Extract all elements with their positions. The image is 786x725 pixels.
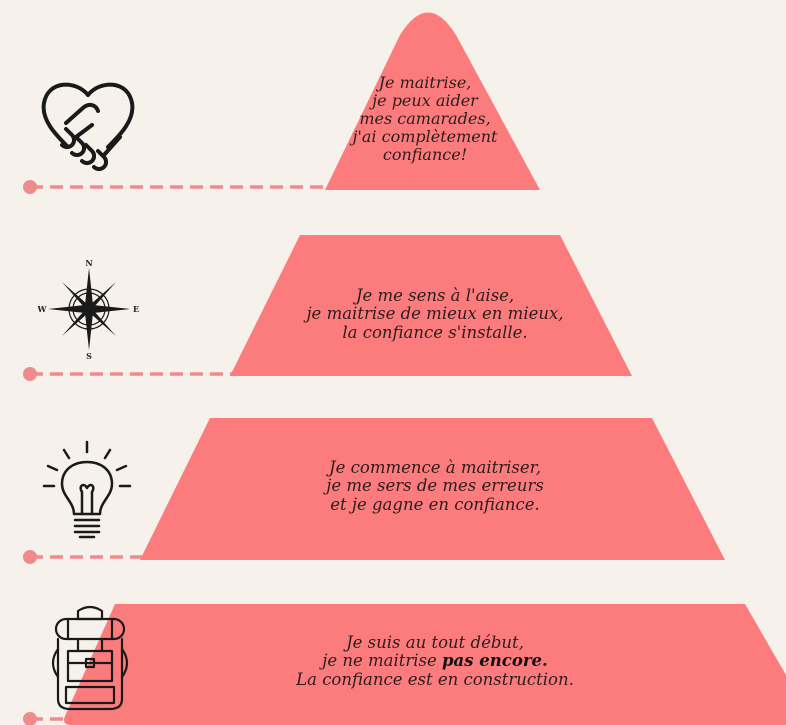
compass-south-label: S	[86, 351, 92, 360]
pyramid-band-level-3	[140, 418, 725, 560]
compass-rose-icon: N S E W	[37, 258, 140, 361]
level-1-line-4: j'ai complètement	[352, 126, 498, 146]
level-2-line-3: la confiance s'installe.	[342, 322, 528, 342]
level-3-line-2: je me sers de mes erreurs	[326, 476, 544, 496]
level-4-line-2: je ne maitrise pas encore.	[255, 652, 615, 670]
level-3-line-3: et je gagne en confiance.	[330, 494, 540, 514]
compass-west-label: W	[38, 304, 48, 314]
level-1-line-5: confiance!	[382, 144, 468, 164]
pyramid-band-level-1	[325, 12, 540, 190]
level-1-line-2: je peux aider	[372, 90, 478, 110]
backpack-icon	[48, 603, 132, 713]
compass-east-label: E	[133, 304, 139, 314]
level-3-text: Je commence à maitriser, je me sers de m…	[270, 458, 600, 514]
level-1-text: Je maitrise, je peux aider mes camarades…	[330, 74, 520, 164]
compass-north-label: N	[85, 258, 92, 268]
pyramid-band-level-2	[230, 235, 632, 376]
level-2-line-1: Je me sens à l'aise,	[355, 286, 515, 305]
level-2-text: Je me sens à l'aise, je maitrise de mieu…	[270, 286, 600, 342]
lightbulb-icon	[42, 440, 132, 550]
level-4-line-2-emphasis: pas encore.	[442, 651, 548, 671]
level-4-line-2-prefix: je ne maitrise	[322, 651, 443, 671]
connector-dot-level-3	[23, 550, 37, 564]
connector-dot-level-2	[23, 367, 37, 381]
level-4-text: Je suis au tout début, je ne maitrise pa…	[255, 633, 615, 689]
level-3-line-1: Je commence à maitriser,	[329, 458, 541, 477]
level-2-line-2: je maitrise de mieux en mieux,	[306, 304, 564, 324]
level-4-line-3: La confiance est en construction.	[296, 669, 574, 689]
connector-dot-level-1	[23, 180, 37, 194]
level-1-line-3: mes camarades,	[359, 108, 491, 128]
handshake-heart-icon	[36, 75, 140, 175]
level-1-line-1: Je maitrise,	[378, 73, 472, 92]
pyramid-band-level-4	[64, 604, 786, 725]
level-4-line-1: Je suis au tout début,	[346, 633, 524, 652]
connector-dot-level-4	[23, 712, 37, 725]
